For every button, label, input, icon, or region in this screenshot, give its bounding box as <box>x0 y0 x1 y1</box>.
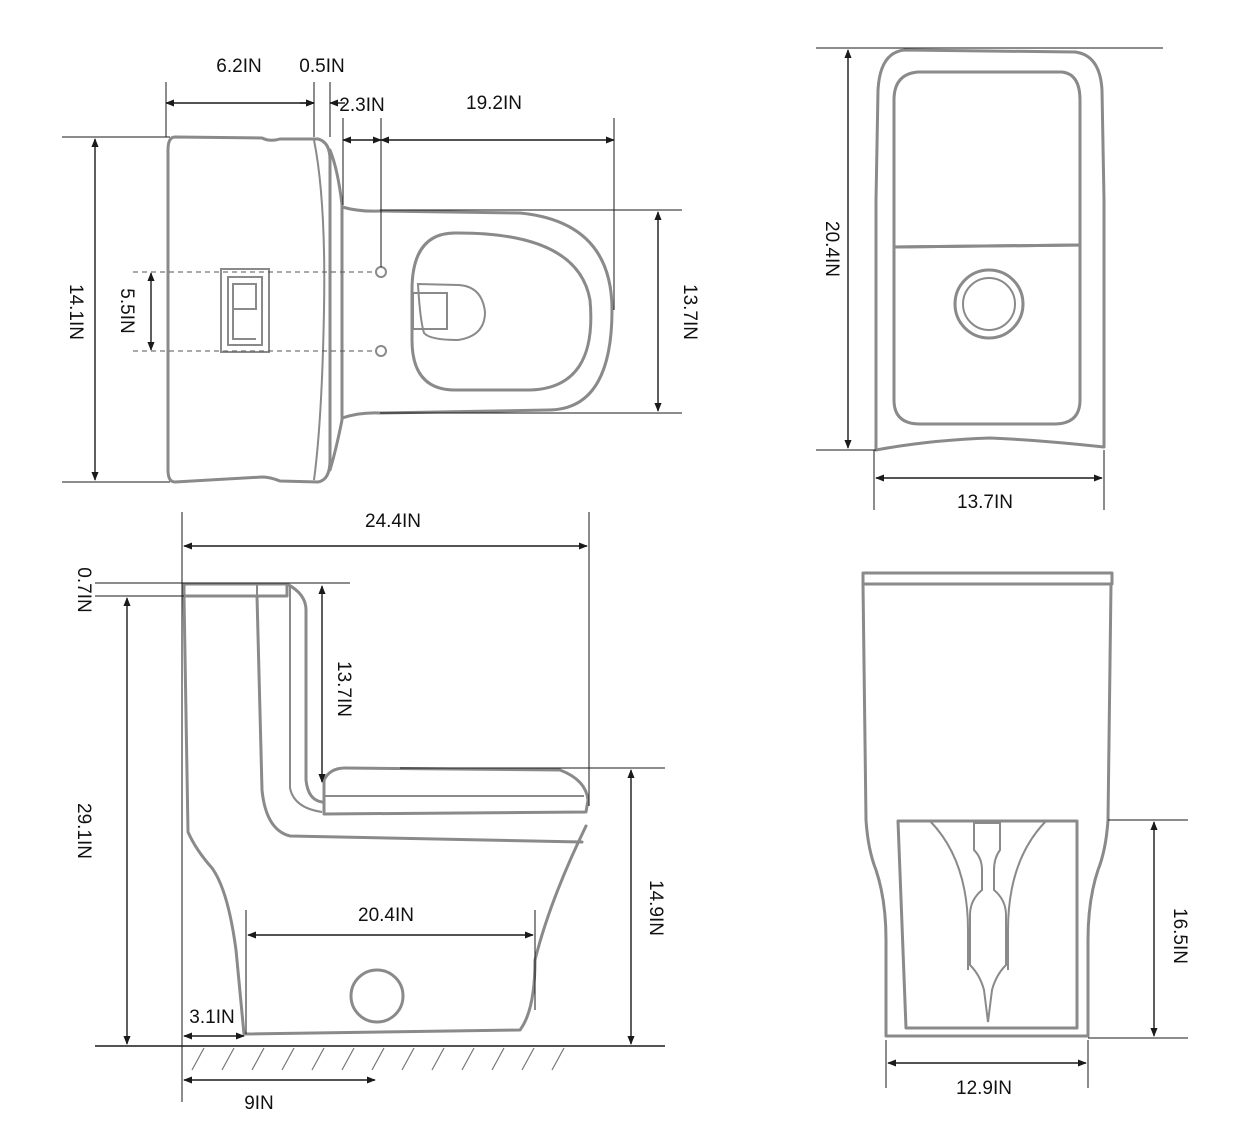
front-view-dimension-lines <box>885 819 1188 1088</box>
front-base-width-label: 12.9IN <box>956 1078 1012 1099</box>
side-base-length-label: 20.4IN <box>358 905 414 926</box>
back-view-dimension-lines <box>816 47 1163 510</box>
top-view-dimension-lines <box>62 82 682 483</box>
top-view: 6.2IN 0.5IN 2.3IN 19.2IN 14.1IN 5.5IN 13… <box>62 56 700 484</box>
side-overall-length-label: 24.4IN <box>365 511 421 532</box>
top-lid-gap-label: 0.5IN <box>299 56 344 77</box>
side-total-height-label: 29.1IN <box>73 803 94 859</box>
back-view: 20.4IN 13.7IN <box>816 47 1163 513</box>
back-width-label: 13.7IN <box>957 492 1013 513</box>
top-overall-width-label: 14.1IN <box>65 284 86 340</box>
back-view-outline <box>874 48 1106 452</box>
top-hole-offset-label: 2.3IN <box>339 95 384 116</box>
top-view-outline <box>166 135 614 484</box>
side-view: 24.4IN 0.7IN 29.1IN 13.7IN 14.9IN 20.4IN… <box>73 511 666 1114</box>
side-tank-height-label: 13.7IN <box>333 661 354 717</box>
side-seat-height-label: 14.9IN <box>645 880 666 936</box>
front-view: 16.5IN 12.9IN <box>861 571 1190 1099</box>
front-view-outline <box>861 571 1114 1038</box>
side-lid-thickness-label: 0.7IN <box>73 567 94 612</box>
front-skirt-height-label: 16.5IN <box>1169 908 1190 964</box>
side-view-outline <box>182 582 590 1036</box>
back-height-label: 20.4IN <box>821 221 842 277</box>
top-tank-depth-label: 6.2IN <box>216 56 261 77</box>
side-view-floor <box>95 1045 665 1071</box>
top-bowl-width-label: 13.7IN <box>679 284 700 340</box>
side-rear-offset-label: 3.1IN <box>189 1007 234 1028</box>
side-view-dimension-lines <box>95 512 665 1102</box>
top-hole-spacing-label: 5.5IN <box>116 288 137 333</box>
side-rough-in-label: 9IN <box>244 1093 274 1114</box>
top-bowl-length-label: 19.2IN <box>466 93 522 114</box>
